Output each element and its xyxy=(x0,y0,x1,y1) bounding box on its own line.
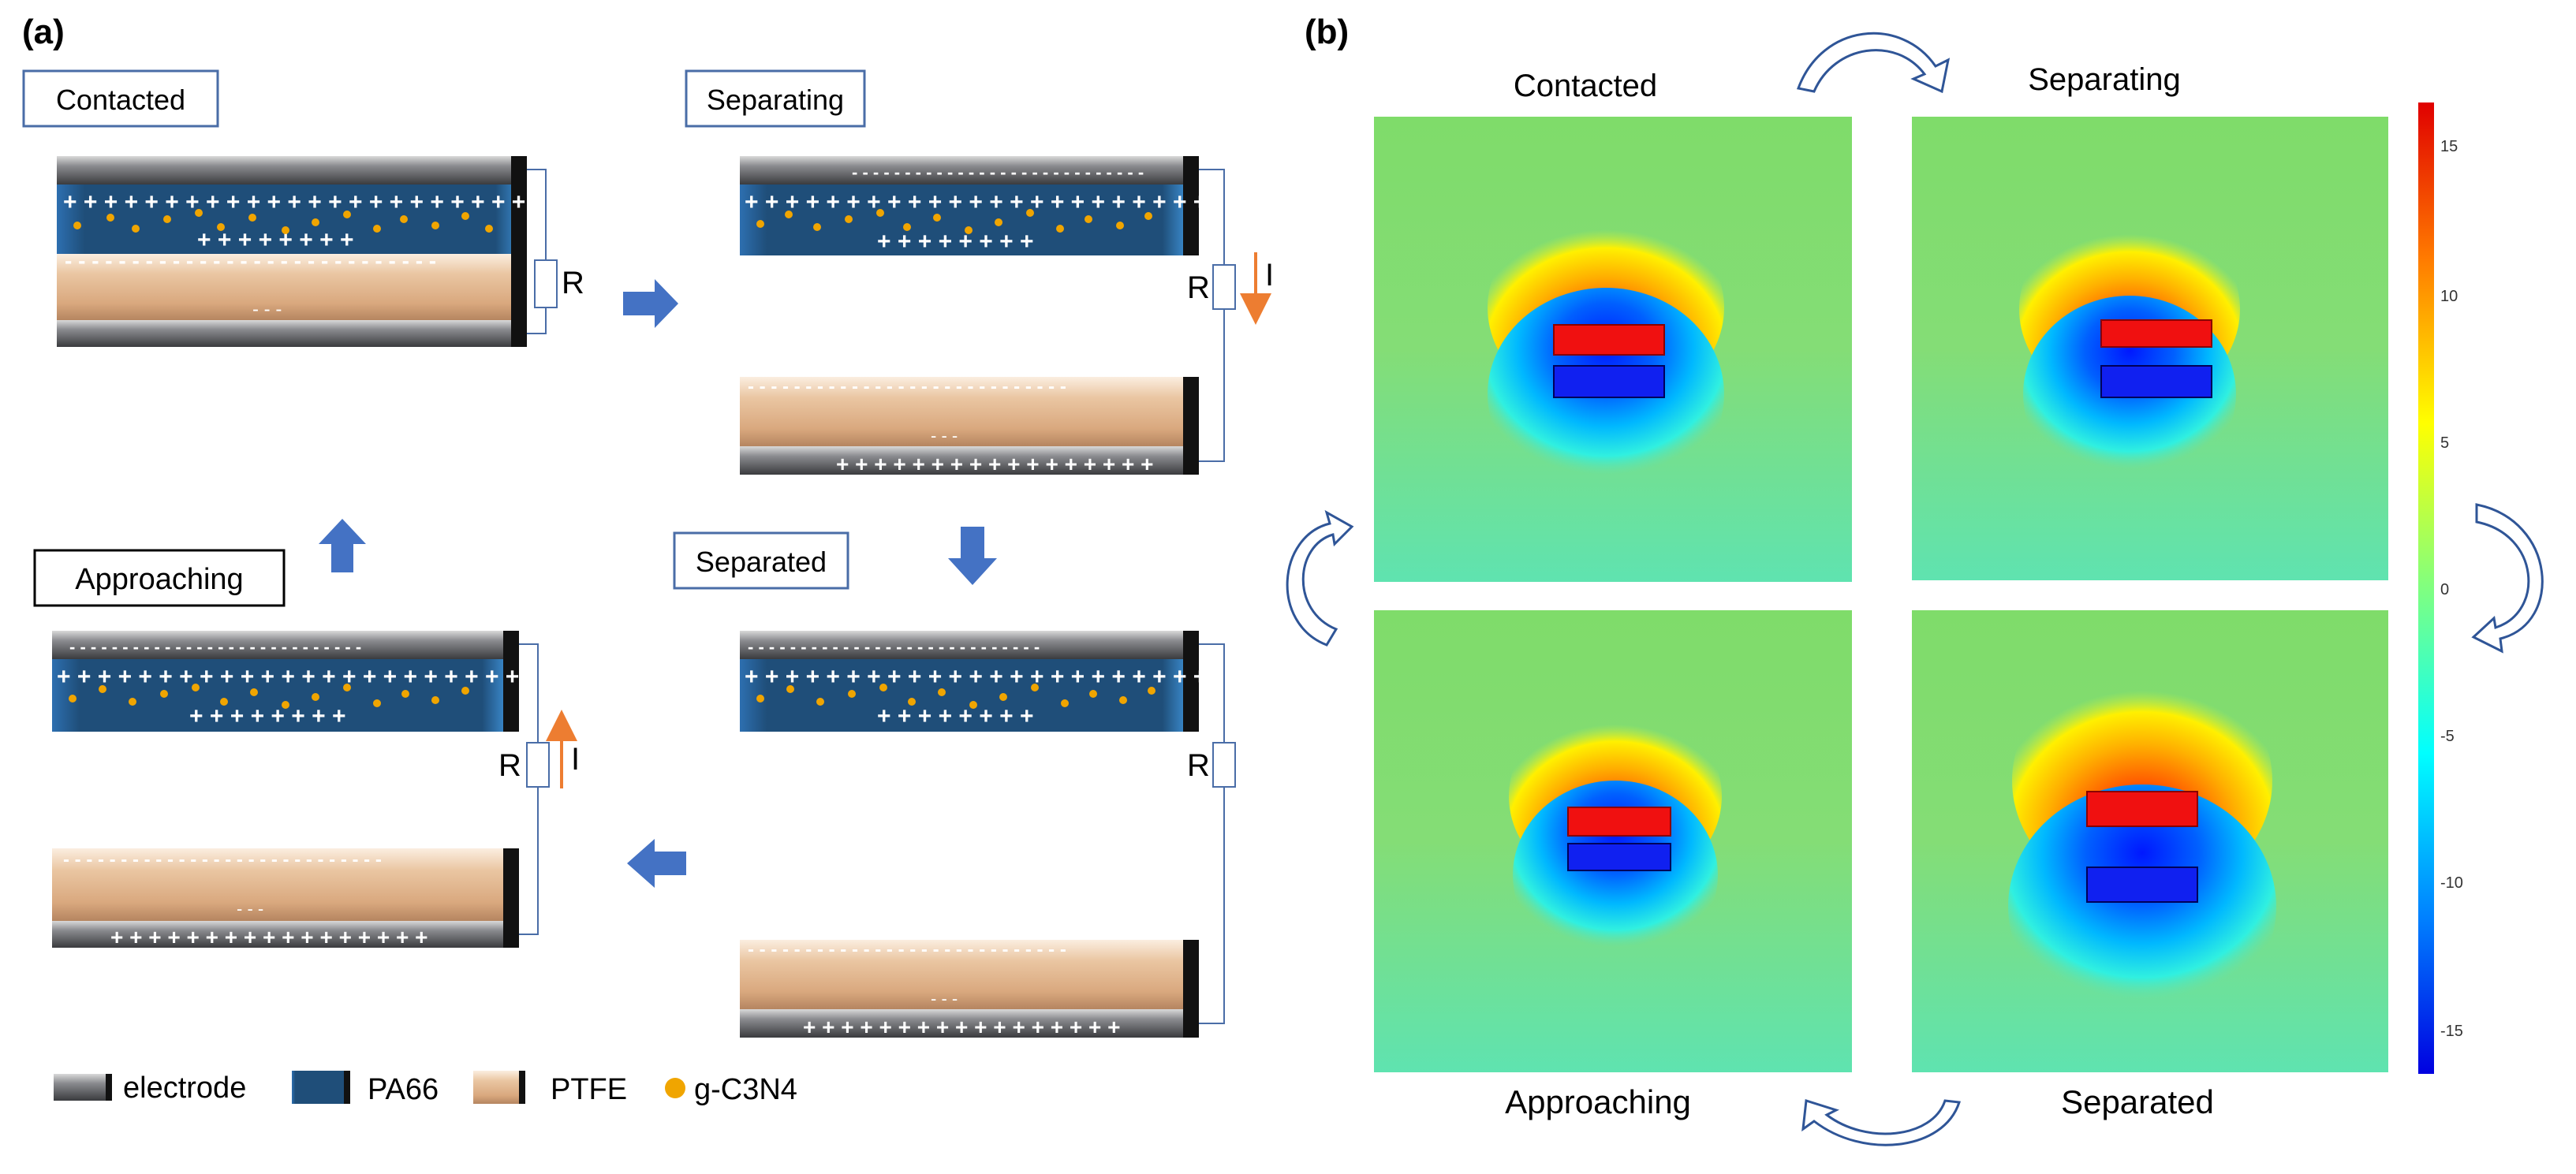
electrode-negative-charges: - - - - - - - - - - - - - - - - - - - - … xyxy=(852,162,1144,182)
electrode-positive-charges: + + + + + + + + + + + + + + + + + xyxy=(803,1015,1120,1039)
ptfe-negative-charges: - - - xyxy=(237,899,263,919)
resistor-symbol xyxy=(1212,264,1236,310)
svg-text:electrode: electrode xyxy=(123,1072,246,1105)
field-title-separated: Separated xyxy=(2061,1083,2214,1120)
svg-text:Separated: Separated xyxy=(696,546,827,578)
pa-positive-charges: + + + + + + + + xyxy=(189,703,346,729)
field-map-separated xyxy=(1912,610,2388,1072)
resistor-label: R xyxy=(562,266,584,300)
svg-text:Approaching: Approaching xyxy=(75,563,243,596)
device-contacted: + + + + + + + + + + + + + + + + + + + + … xyxy=(57,156,584,347)
panel-a-label: (a) xyxy=(22,13,65,51)
arrow-left-icon xyxy=(627,839,686,888)
svg-text:PTFE: PTFE xyxy=(551,1073,627,1106)
ptfe-negative-charges: - - - - - - - - - - - - - - - - - - - - … xyxy=(63,849,382,870)
legend-gc3n4: g-C3N4 xyxy=(665,1073,797,1106)
device-approaching: - - - - - - - - - - - - - - - - - - - - … xyxy=(52,631,580,949)
colorbar: 15 10 5 0 -5 -10 -15 xyxy=(2418,102,2463,1074)
pa-positive-charges: + + + + + + + + xyxy=(877,703,1034,729)
ptfe-negative-charges: - - - xyxy=(252,299,282,320)
cycle-arrow-bottom-icon xyxy=(1801,1099,1961,1146)
stage-label-separating: Separating xyxy=(685,69,866,128)
field-title-separating: Separating xyxy=(2028,62,2180,97)
colorbar-tick: -10 xyxy=(2440,874,2463,892)
pa-positive-charges: + + + + + + + + + + + + + + + + + + + + … xyxy=(63,189,566,215)
device-separating: - - - - - - - - - - - - - - - - - - - - … xyxy=(740,156,1274,476)
cycle-arrow-top-icon xyxy=(1796,32,1951,94)
stage-label-approaching: Approaching xyxy=(33,549,286,607)
legend-ptfe: PTFE xyxy=(473,1071,627,1106)
resistor-symbol xyxy=(1212,742,1236,788)
legend-electrode: electrode xyxy=(54,1072,246,1105)
current-label: I xyxy=(571,742,580,777)
svg-text:g-C3N4: g-C3N4 xyxy=(694,1073,797,1106)
gc3n4-particles xyxy=(756,209,1152,234)
field-map-separating xyxy=(1912,117,2388,580)
resistor-label: R xyxy=(498,748,521,783)
gc3n4-particles xyxy=(756,684,1155,709)
electrode-negative-charges: - - - - - - - - - - - - - - - - - - - - … xyxy=(748,637,1040,657)
legend: electrode PA66 PTFE g-C3N4 xyxy=(54,1071,797,1106)
colorbar-tick: -5 xyxy=(2440,728,2455,745)
panel-b-label: (b) xyxy=(1305,13,1349,51)
legend-pa66: PA66 xyxy=(292,1071,439,1106)
stage-label-contacted: Contacted xyxy=(22,69,219,128)
electrode-positive-charges: + + + + + + + + + + + + + + + + + xyxy=(110,925,427,949)
gc3n4-particles xyxy=(73,209,493,234)
pa-positive-charges: + + + + + + + + xyxy=(197,227,354,253)
cycle-arrow-left-icon xyxy=(1286,509,1354,647)
resistor-label: R xyxy=(1187,748,1210,783)
colorbar-tick: 0 xyxy=(2440,581,2449,598)
current-label: I xyxy=(1265,258,1274,293)
gc3n4-particles xyxy=(69,684,469,709)
resistor-symbol xyxy=(526,742,550,788)
field-map-contacted xyxy=(1374,117,1852,582)
cycle-arrow-right-icon xyxy=(2471,503,2544,654)
ptfe-negative-charges: - - - - - - - - - - - - - - - - - - - - … xyxy=(65,248,436,273)
colorbar-tick: 5 xyxy=(2440,434,2449,452)
field-title-contacted: Contacted xyxy=(1514,69,1657,103)
resistor-label: R xyxy=(1187,270,1210,305)
device-separated: - - - - - - - - - - - - - - - - - - - - … xyxy=(740,631,1248,1039)
colorbar-tick: 15 xyxy=(2440,138,2458,155)
ptfe-negative-charges: - - - - - - - - - - - - - - - - - - - - … xyxy=(748,939,1066,960)
arrow-right-icon xyxy=(623,279,678,328)
arrow-down-icon xyxy=(948,527,997,585)
electrode-positive-charges: + + + + + + + + + + + + + + + + + xyxy=(836,452,1153,476)
field-map-approaching xyxy=(1374,610,1852,1072)
ptfe-negative-charges: - - - - - - - - - - - - - - - - - - - - … xyxy=(748,376,1066,397)
svg-text:Separating: Separating xyxy=(707,84,844,116)
electrode-negative-charges: - - - - - - - - - - - - - - - - - - - - … xyxy=(69,637,361,657)
pa-positive-charges: + + + + + + + + + + + + + + + + + + + + … xyxy=(745,664,1248,690)
pa-positive-charges: + + + + + + + + + + + + + + + + + + + + … xyxy=(745,189,1248,215)
pa-positive-charges: + + + + + + + + xyxy=(877,229,1034,255)
svg-text:PA66: PA66 xyxy=(368,1073,439,1106)
resistor-symbol xyxy=(534,259,558,308)
svg-text:Contacted: Contacted xyxy=(56,84,185,116)
ptfe-negative-charges: - - - xyxy=(931,989,958,1008)
colorbar-tick: 10 xyxy=(2440,288,2458,305)
stage-label-separated: Separated xyxy=(673,531,849,590)
pa-positive-charges: + + + + + + + + + + + + + + + + + + + + … xyxy=(57,664,560,690)
field-title-approaching: Approaching xyxy=(1505,1083,1691,1120)
arrow-up-icon xyxy=(319,519,366,572)
ptfe-negative-charges: - - - xyxy=(931,426,958,445)
colorbar-tick: -15 xyxy=(2440,1023,2463,1040)
